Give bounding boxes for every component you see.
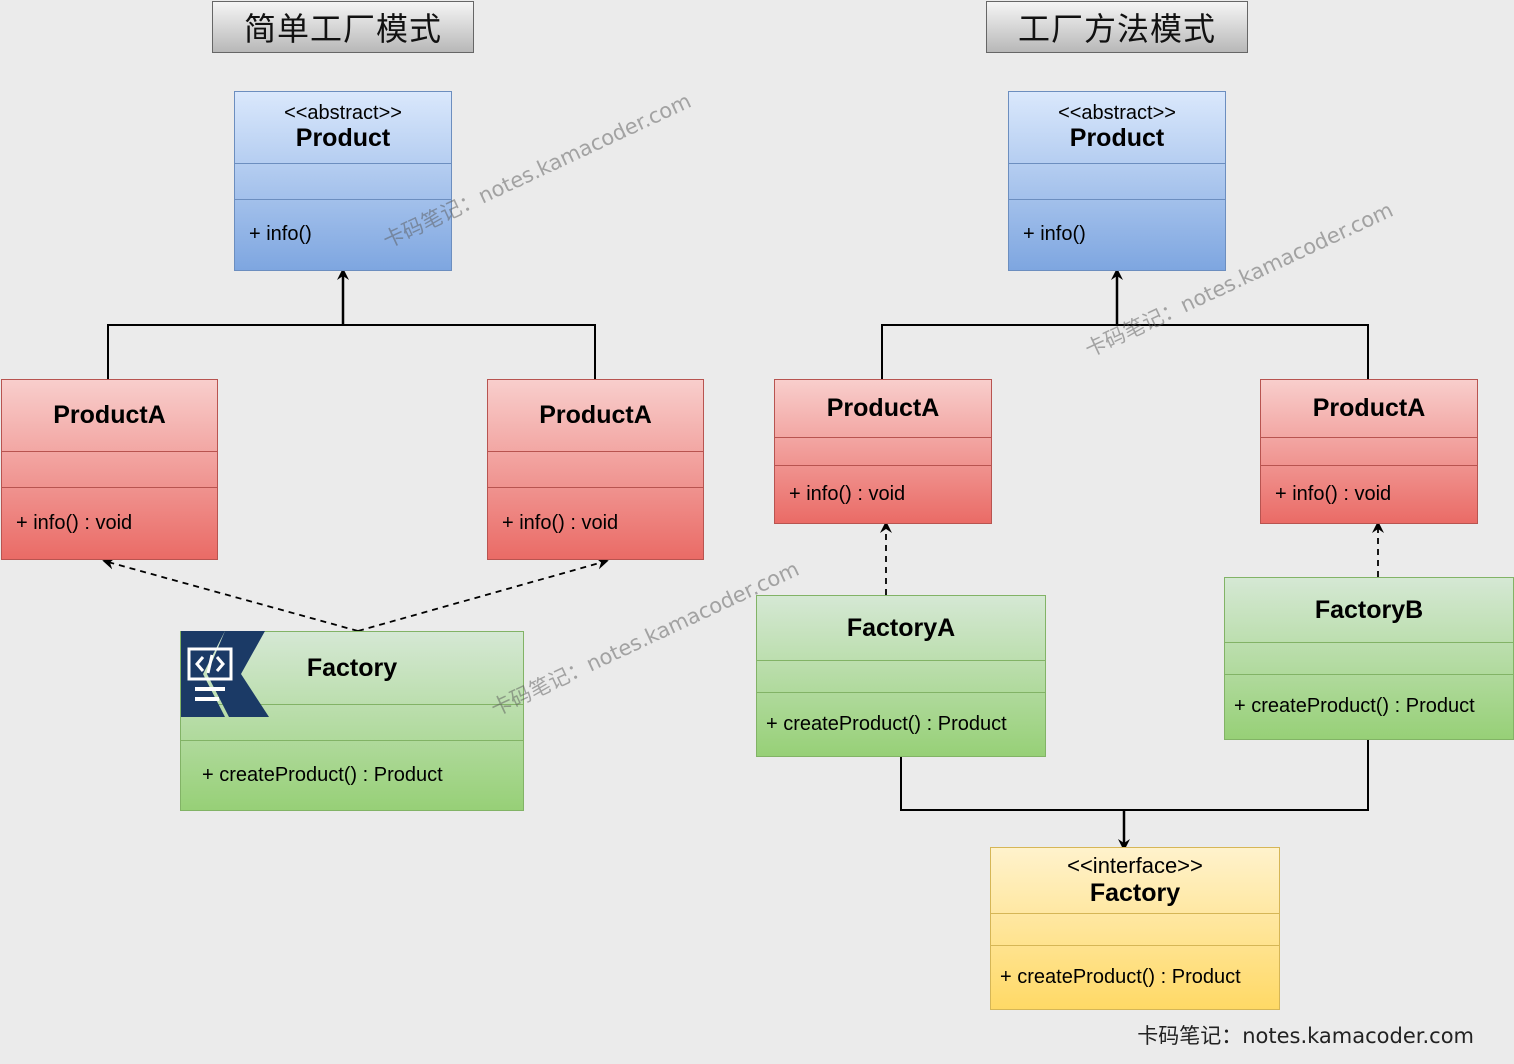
class-name: Factory — [1089, 879, 1181, 907]
attributes-section — [775, 438, 991, 466]
operation-label: + info() : void — [16, 511, 133, 534]
right-abstract-product-class[interactable]: <<abstract>> Product + info() — [1008, 91, 1226, 271]
operation-label: + info() — [1023, 222, 1086, 245]
operation-label: + info() : void — [1275, 482, 1392, 505]
right-factory-interface-class[interactable]: <<interface>> Factory + createProduct() … — [990, 847, 1280, 1010]
class-name: ProductA — [1312, 394, 1426, 422]
class-name: ProductA — [53, 401, 166, 429]
class-name: Product — [295, 124, 391, 152]
operation-label: + createProduct() : Product — [766, 712, 1007, 735]
attributes-section — [1009, 164, 1225, 200]
class-header: FactoryB — [1225, 578, 1513, 643]
operation-label: + info() : void — [502, 511, 619, 534]
right-factory-b-class[interactable]: FactoryB + createProduct() : Product — [1224, 577, 1514, 740]
class-name: Product — [1069, 124, 1165, 152]
class-name: ProductA — [539, 401, 652, 429]
stereotype-label: <<interface>> — [1067, 853, 1203, 878]
class-header: FactoryA — [757, 596, 1045, 661]
class-header: ProductA — [1261, 380, 1477, 438]
class-header: <<abstract>> Product — [1009, 92, 1225, 164]
attributes-section — [488, 452, 703, 488]
class-header: <<interface>> Factory — [991, 848, 1279, 914]
class-name: FactoryB — [1314, 595, 1424, 624]
left-dependency-b — [357, 557, 609, 632]
operation-label: + createProduct() : Product — [1234, 695, 1475, 717]
attributes-section — [991, 914, 1279, 946]
left-inherit-line-a — [107, 324, 596, 379]
class-header: ProductA — [775, 380, 991, 438]
operation-label: + info() : void — [789, 482, 906, 505]
kamacoder-logo-icon — [181, 631, 269, 717]
class-name: FactoryA — [846, 613, 956, 642]
stereotype-label: <<abstract>> — [1058, 102, 1176, 124]
left-abstract-product-class[interactable]: <<abstract>> Product + info() — [234, 91, 452, 271]
right-implement-line — [900, 739, 1369, 811]
attributes-section — [235, 164, 451, 200]
right-factory-a-class[interactable]: FactoryA + createProduct() : Product — [756, 595, 1046, 757]
simple-factory-title: 简单工厂模式 — [212, 1, 474, 53]
class-name: Factory — [306, 653, 398, 682]
right-product-a1-class[interactable]: ProductA + info() : void — [774, 379, 992, 524]
attributes-section — [1225, 643, 1513, 675]
class-name: ProductA — [826, 394, 940, 422]
attributes-section — [181, 705, 523, 741]
operation-label: + info() — [249, 222, 312, 245]
footer-credit: 卡码笔记：notes.kamacoder.com — [1137, 1024, 1474, 1048]
left-product-a2-class[interactable]: ProductA + info() : void — [487, 379, 704, 560]
class-header: <<abstract>> Product — [235, 92, 451, 164]
right-product-a2-class[interactable]: ProductA + info() : void — [1260, 379, 1478, 524]
class-header: Factory — [181, 632, 523, 705]
factory-method-title: 工厂方法模式 — [986, 1, 1248, 53]
attributes-section — [757, 661, 1045, 693]
attributes-section — [2, 452, 217, 488]
operation-label: + createProduct() : Product — [202, 763, 443, 786]
right-inherit-line — [881, 324, 1369, 379]
class-header: ProductA — [2, 380, 217, 452]
left-dependency-a — [102, 557, 359, 632]
left-product-a1-class[interactable]: ProductA + info() : void — [1, 379, 218, 560]
operation-label: + createProduct() : Product — [1000, 965, 1241, 988]
attributes-section — [1261, 438, 1477, 466]
class-header: ProductA — [488, 380, 703, 452]
stereotype-label: <<abstract>> — [284, 102, 402, 124]
